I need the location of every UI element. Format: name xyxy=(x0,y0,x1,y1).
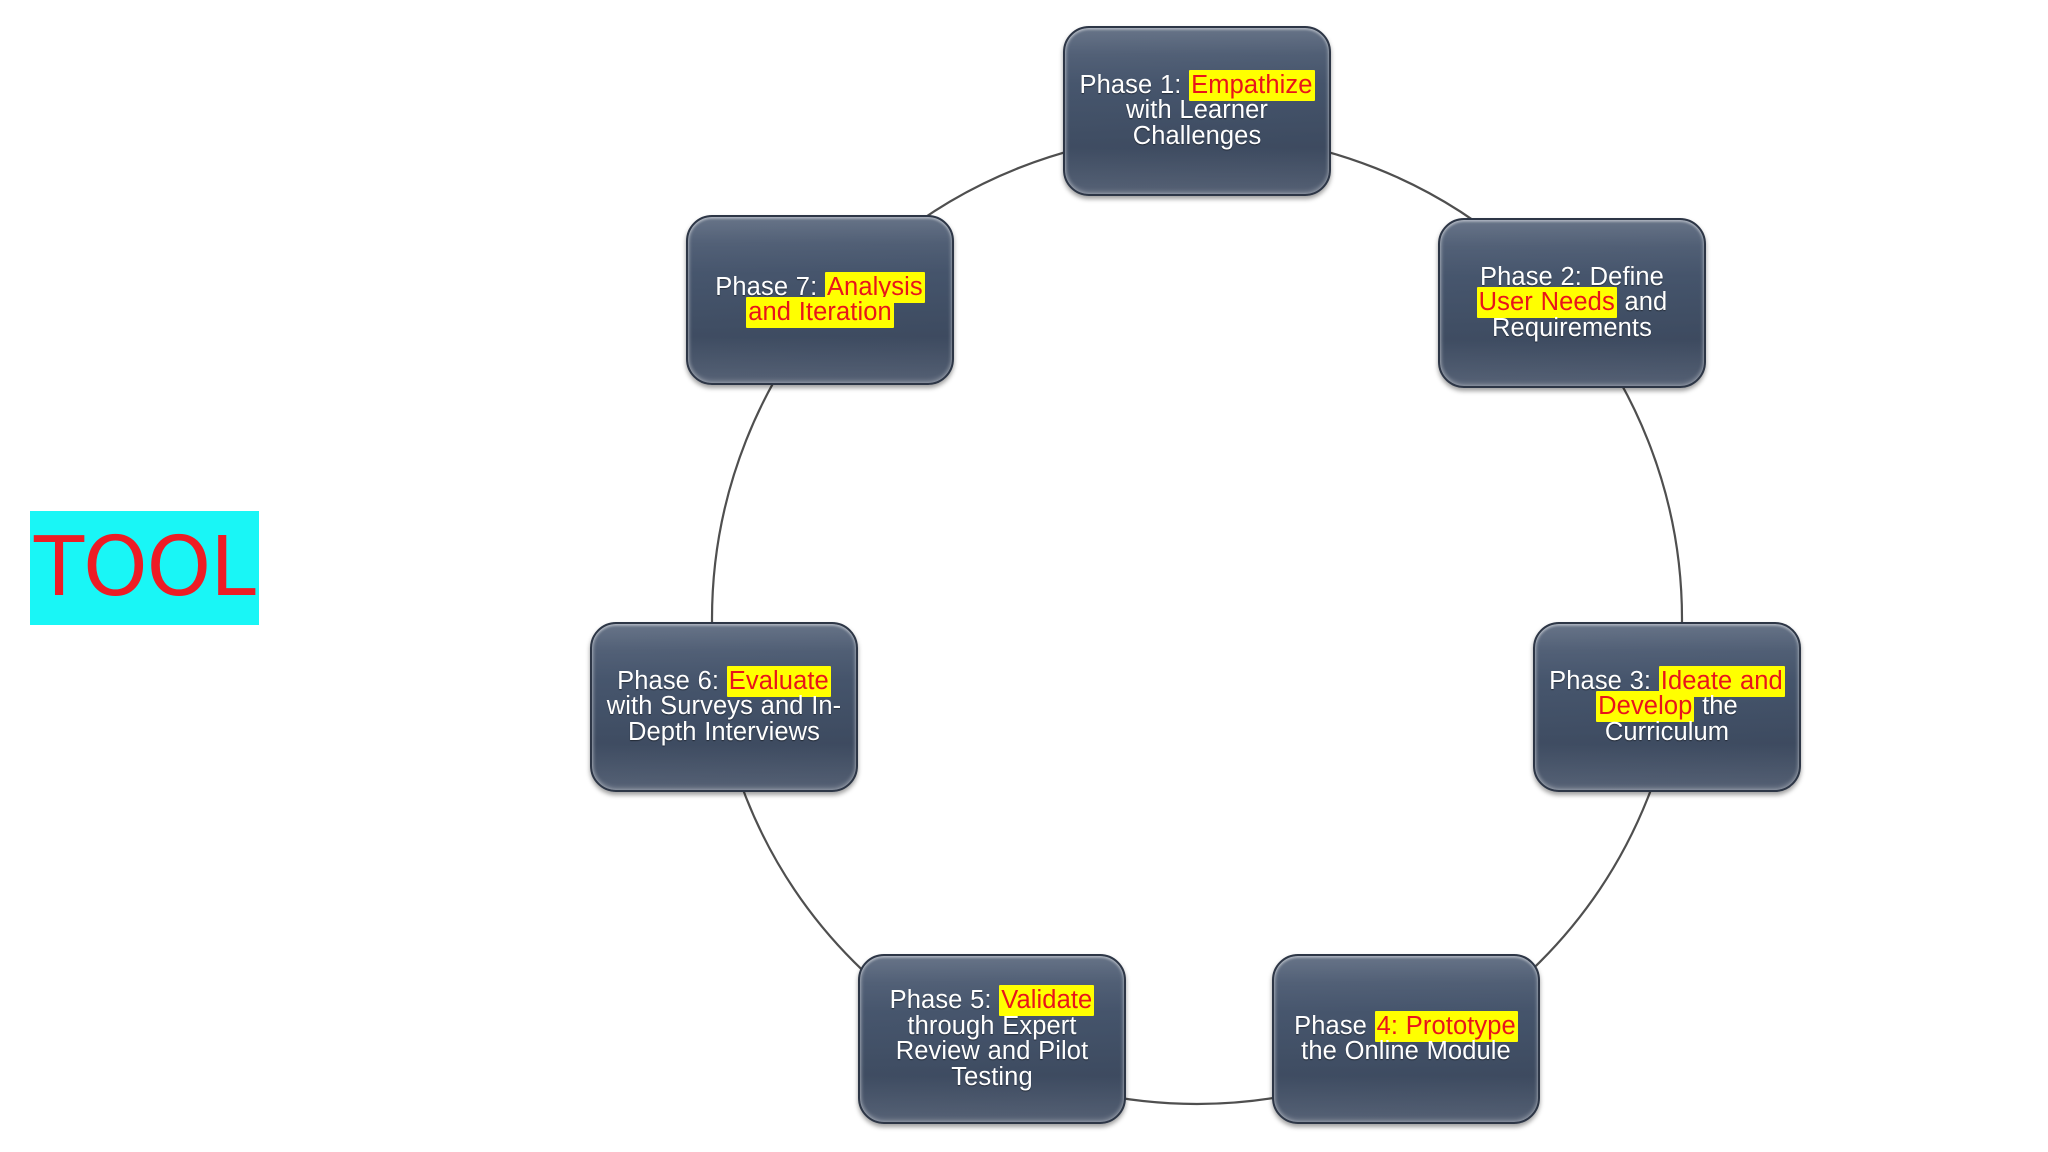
phase-node-3[interactable]: Phase 3: Ideate and Develop the Curricul… xyxy=(1533,622,1801,792)
phase-6-pre: Phase 6: xyxy=(617,666,727,695)
phase-1-post: with Learner Challenges xyxy=(1125,96,1269,150)
phase-1-highlight: Empathize xyxy=(1189,69,1315,101)
tool-watermark: TOOL xyxy=(30,511,259,625)
phase-4-label: Phase 4: Prototype the Online Module xyxy=(1284,1010,1528,1065)
tool-watermark-text: TOOL xyxy=(34,520,256,615)
phase-3-pre: Phase 3: xyxy=(1549,666,1659,695)
phase-node-5[interactable]: Phase 5: Validate through Expert Review … xyxy=(858,954,1126,1124)
phase-5-label: Phase 5: Validate through Expert Review … xyxy=(870,985,1114,1091)
phase-6-post: with Surveys and In-Depth Interviews xyxy=(606,692,842,746)
phase-2-post: and Requirements xyxy=(1492,288,1668,342)
phase-6-highlight: Evaluate xyxy=(726,665,831,697)
phase-2-label: Phase 2: Define User Needs and Requireme… xyxy=(1450,262,1694,342)
phase-node-7[interactable]: Phase 7: Analysis and Iteration xyxy=(686,215,954,385)
phase-5-highlight: Validate xyxy=(999,985,1095,1016)
phase-5-post: through Expert Review and Pilot Testing xyxy=(895,1011,1089,1091)
phase-2-highlight: User Needs xyxy=(1476,287,1617,319)
phase-3-highlight: Ideate and Develop xyxy=(1596,665,1785,723)
phase-3-label: Phase 3: Ideate and Develop the Curricul… xyxy=(1545,665,1789,746)
phase-3-post: the Curriculum xyxy=(1604,692,1738,746)
phase-7-pre: Phase 7: xyxy=(715,272,825,301)
phase-node-6[interactable]: Phase 6: Evaluate with Surveys and In-De… xyxy=(590,622,858,792)
phase-1-pre: Phase 1: xyxy=(1079,70,1190,99)
phase-5-pre: Phase 5: xyxy=(889,986,1000,1014)
phase-node-2[interactable]: Phase 2: Define User Needs and Requireme… xyxy=(1438,218,1706,388)
phase-4-pre: Phase xyxy=(1294,1011,1375,1040)
phase-7-label: Phase 7: Analysis and Iteration xyxy=(698,271,942,328)
phase-4-highlight: 4: Prototype xyxy=(1374,1010,1518,1042)
phase-2-pre: Phase 2: Define xyxy=(1480,262,1664,291)
phase-node-4[interactable]: Phase 4: Prototype the Online Module xyxy=(1272,954,1540,1124)
phase-node-1[interactable]: Phase 1: Empathize with Learner Challeng… xyxy=(1063,26,1331,196)
phase-1-label: Phase 1: Empathize with Learner Challeng… xyxy=(1075,69,1319,150)
phase-6-label: Phase 6: Evaluate with Surveys and In-De… xyxy=(602,665,846,746)
phase-4-post: the Online Module xyxy=(1301,1037,1511,1065)
